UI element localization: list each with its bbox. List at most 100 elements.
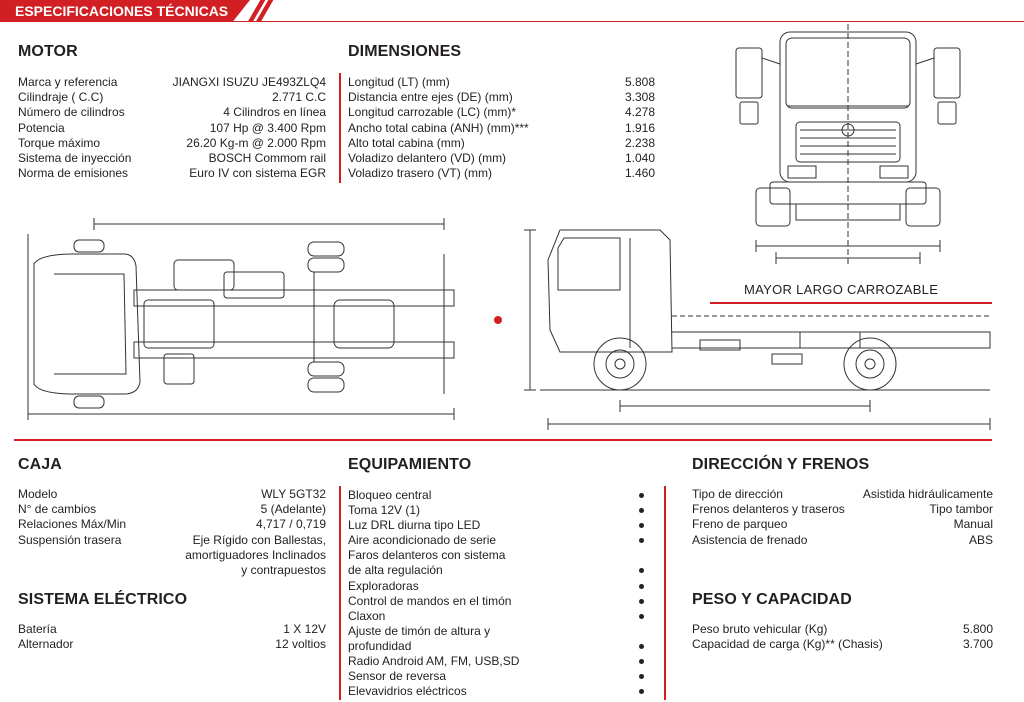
included-bullet-icon (639, 583, 644, 589)
spec-value: 2.238 (624, 135, 655, 150)
spec-label: Voladizo delantero (VD) (mm) (348, 151, 507, 166)
spec-value: 2.771 C.C (271, 90, 326, 105)
electrico-title: SISTEMA ELÉCTRICO (18, 591, 188, 608)
spec-row: Suspensión trasera Eje Rígido con Balles… (18, 533, 326, 579)
spec-value: Tipo tambor (929, 502, 993, 517)
spec-row: Marca y referencia JIANGXI ISUZU JE493ZLQ… (18, 75, 326, 90)
spec-label: Ancho total cabina (ANH) (mm)*** (348, 120, 529, 135)
equipment-item-label: Control de mandos en el timón (348, 593, 512, 608)
equipment-item: Luz DRL diurna tipo LED (348, 518, 644, 533)
included-bullet-icon (639, 613, 644, 619)
spec-value: 4,717 / 0,719 (255, 517, 326, 532)
equipment-item-label: Toma 12V (1) (348, 503, 421, 518)
spec-row: Voladizo delantero (VD) (mm)1.040 (348, 151, 655, 166)
spec-label: Tipo de dirección (692, 487, 783, 501)
spec-value: 12 voltios (275, 637, 326, 652)
spec-row: Peso bruto vehicular (Kg)5.800 (692, 622, 993, 637)
spec-row: Alternador 12 voltios (18, 637, 326, 652)
spec-value: JIANGXI ISUZU JE493ZLQ4 (172, 75, 326, 89)
included-bullet-icon (639, 568, 644, 574)
spec-row: Longitud carrozable (LC) (mm)*4.278 (348, 105, 655, 120)
equipment-item-label: Ajuste de timón de altura y (348, 623, 491, 638)
spec-value: 5 (Adelante) (260, 502, 326, 517)
spec-label: N° de cambios (18, 502, 97, 517)
spec-value-line: y contrapuestos (241, 563, 326, 578)
equipamiento-title: EQUIPAMIENTO (348, 456, 472, 473)
included-bullet-icon (639, 659, 644, 665)
equipment-item: Aire acondicionado de serie (348, 533, 644, 548)
included-bullet-icon (639, 508, 644, 514)
spec-row: Batería 1 X 12V (18, 622, 326, 637)
spec-row: Ancho total cabina (ANH) (mm)***1.916 (348, 121, 655, 136)
section-divider (14, 439, 992, 441)
spec-label: Asistencia de frenado (692, 532, 808, 547)
included-bullet-icon (639, 598, 644, 604)
spec-label: Voladizo trasero (VT) (mm) (348, 166, 493, 181)
spec-value: 4.278 (624, 105, 655, 120)
motor-title: MOTOR (18, 43, 78, 60)
direccion-title: DIRECCIÓN Y FRENOS (692, 456, 870, 473)
spec-value: 5.800 (962, 622, 993, 636)
spec-label: Marca y referencia (18, 75, 118, 89)
red-dot-marker (494, 316, 502, 324)
caption-underline (710, 302, 992, 304)
included-bullet-icon (639, 689, 644, 695)
section-header-tab: ESPECIFICACIONES TÉCNICAS (0, 0, 250, 22)
dimensiones-title: DIMENSIONES (348, 43, 462, 60)
equipment-item: Sensor de reversa (348, 669, 644, 684)
column-divider (339, 486, 341, 700)
truck-top-view-drawing (27, 218, 455, 420)
spec-row: Tipo de dirección Asistida hidráulicament… (692, 487, 993, 502)
equipment-item: profundidad (348, 639, 644, 654)
equipment-item-label: de alta regulación (348, 563, 443, 578)
spec-row: N° de cambios 5 (Adelante) (18, 502, 326, 517)
direccion-spec-list: Tipo de dirección Asistida hidráulicament… (692, 487, 993, 548)
motor-spec-list: Marca y referencia JIANGXI ISUZU JE493ZLQ… (18, 75, 326, 181)
spec-value: 3.308 (624, 90, 655, 105)
spec-row: Relaciones Máx/Min 4,717 / 0,719 (18, 517, 326, 532)
equipment-item: Radio Android AM, FM, USB,SD (348, 654, 644, 669)
spec-value: 1 X 12V (283, 622, 326, 636)
spec-label: Norma de emisiones (18, 166, 129, 181)
spec-row: Voladizo trasero (VT) (mm)1.460 (348, 166, 655, 181)
spec-value: 3.700 (962, 637, 993, 652)
equipment-item-label: Bloqueo central (348, 488, 432, 502)
truck-side-view-drawing (524, 229, 991, 430)
equipment-item-label: Aire acondicionado de serie (348, 533, 497, 548)
equipment-item: Control de mandos en el timón (348, 594, 644, 609)
spec-label: Capacidad de carga (Kg)** (Chasis) (692, 637, 883, 652)
spec-label: Batería (18, 622, 57, 636)
spec-row: Capacidad de carga (Kg)** (Chasis) 3.700 (692, 637, 993, 652)
spec-label: Suspensión trasera (18, 532, 122, 547)
spec-row: Alto total cabina (mm)2.238 (348, 136, 655, 151)
included-bullet-icon (639, 643, 644, 649)
column-divider (339, 73, 341, 183)
header-divider (0, 21, 1024, 22)
spec-label: Alternador (18, 637, 74, 652)
spec-label: Relaciones Máx/Min (18, 517, 127, 532)
column-divider (664, 486, 666, 700)
spec-row: Distancia entre ejes (DE) (mm) 3.308 (348, 90, 655, 105)
spec-label: Sistema de inyección (18, 151, 132, 166)
spec-label: Distancia entre ejes (DE) (mm) (348, 90, 513, 105)
electrico-spec-list: Batería 1 X 12V Alternador 12 voltios (18, 622, 326, 652)
spec-label: Modelo (18, 487, 58, 501)
equipment-item: Bloqueo central (348, 488, 644, 503)
spec-value: BOSCH Commom rail (208, 151, 326, 166)
included-bullet-icon (639, 523, 644, 529)
equipment-item: Claxon (348, 609, 644, 624)
caja-title: CAJA (18, 456, 62, 473)
equipment-item: de alta regulación (348, 563, 644, 578)
drawing-caption: MAYOR LARGO CARROZABLE (744, 282, 939, 297)
spec-value: 5.808 (624, 75, 655, 89)
spec-value: Asistida hidráulicamente (862, 487, 993, 501)
spec-label: Potencia (18, 120, 65, 135)
